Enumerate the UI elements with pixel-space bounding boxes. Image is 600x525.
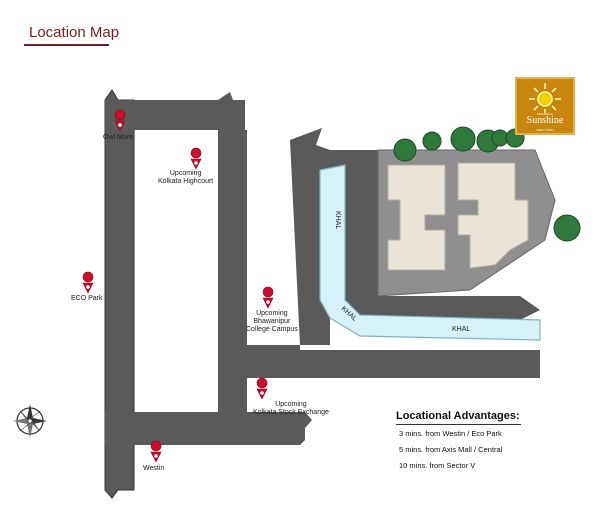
advantages-divider xyxy=(396,424,521,425)
sun-logo-icon xyxy=(529,83,561,113)
canal-label-3: KHAL xyxy=(452,326,470,333)
road-vert-site xyxy=(345,165,378,300)
canal-label-1: KHAL xyxy=(334,211,341,229)
landmark-bhawanipur-college: Upcoming Bhawanipur College Campus xyxy=(246,310,298,333)
project-logo: MAGNOLIA Sunshine NEW TOWN xyxy=(515,77,575,135)
logo-brand: Sunshine xyxy=(526,115,564,126)
advantage-item: 5 mins. from Axis Mall / Central xyxy=(399,445,503,454)
landmark-kolkata-highcourt: Upcoming Kolkata Highcourt xyxy=(158,170,214,185)
building-block-a xyxy=(387,164,446,271)
road-bottom xyxy=(105,412,312,445)
compass-rose-icon xyxy=(13,404,47,438)
locational-advantages: Locational Advantages: 3 mins. from West… xyxy=(396,410,566,477)
location-pin-icon xyxy=(82,109,274,463)
logo-tagline-top: MAGNOLIA xyxy=(537,112,553,116)
canal xyxy=(319,164,541,341)
advantage-item: 3 mins. from Westin / Eco Park xyxy=(399,429,502,438)
landmark-eco-park: ECO Park xyxy=(71,295,103,302)
landmark-owl-more: Owl More xyxy=(103,134,133,141)
road-left xyxy=(104,89,135,499)
building-block-b xyxy=(457,162,529,269)
title-underline xyxy=(24,44,109,46)
page-title: Location Map xyxy=(29,24,120,41)
landmark-westin: Westin xyxy=(143,465,165,472)
road-connector-2 xyxy=(247,362,540,378)
landmark-stock-exchange: Upcoming Kolkata Stock Exchange xyxy=(253,401,329,416)
road-lower-right xyxy=(345,296,540,320)
advantages-title: Locational Advantages: xyxy=(396,410,520,422)
logo-tagline-bottom: NEW TOWN xyxy=(536,128,554,132)
advantage-item: 10 mins. from Sector V xyxy=(399,461,476,470)
road-inner-right xyxy=(218,92,247,445)
